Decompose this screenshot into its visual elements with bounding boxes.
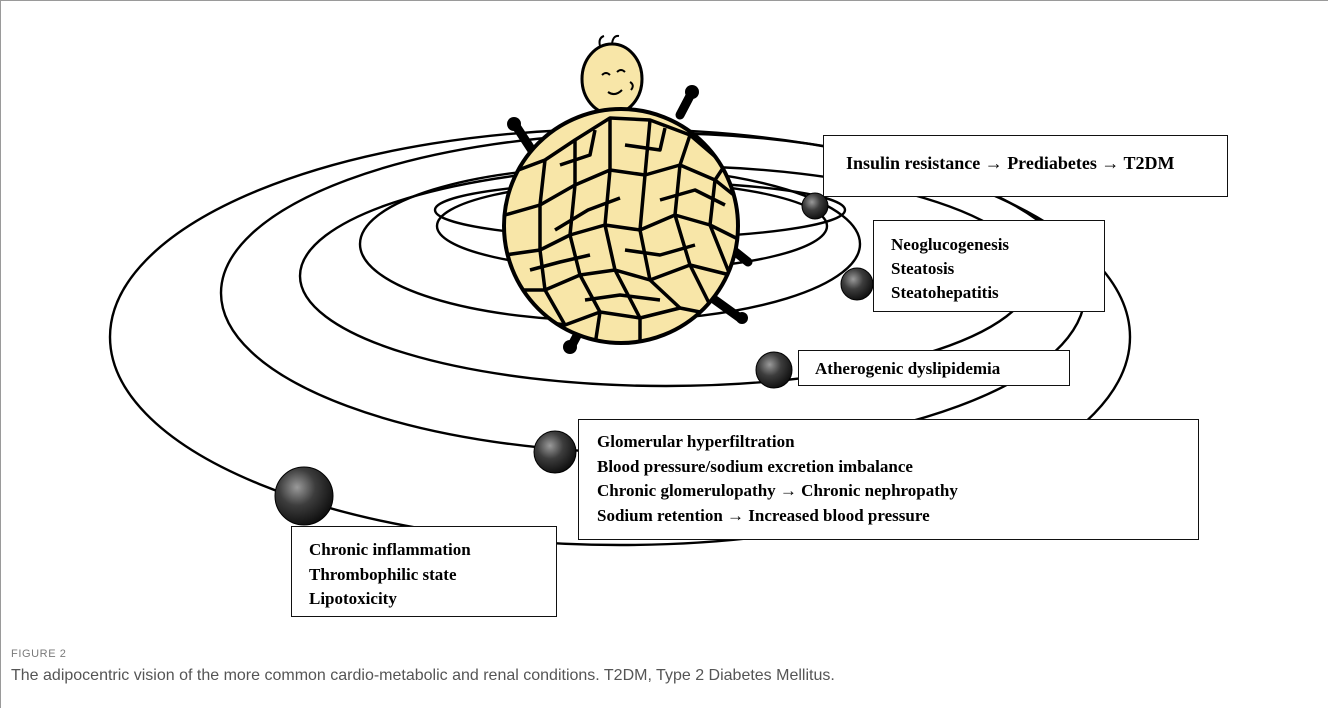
planet-4 bbox=[534, 431, 576, 473]
box-line: Blood pressure/sodium excretion imbalanc… bbox=[597, 455, 1198, 480]
box-line: Chronic glomerulopathy → Chronic nephrop… bbox=[597, 479, 1198, 504]
fat-body-figure bbox=[504, 36, 748, 354]
renal-conditions-box: Glomerular hyperfiltration Blood pressur… bbox=[578, 419, 1199, 540]
box-line: Atherogenic dyslipidemia bbox=[815, 359, 1069, 379]
left-hand bbox=[507, 117, 521, 131]
planet-3 bbox=[756, 352, 792, 388]
hepatic-conditions-box: Neoglucogenesis Steatosis Steatohepatiti… bbox=[873, 220, 1105, 312]
planet-5 bbox=[275, 467, 333, 525]
box-line: Thrombophilic state bbox=[309, 563, 556, 588]
figure-caption: The adipocentric vision of the more comm… bbox=[11, 667, 835, 685]
box-line: Lipotoxicity bbox=[309, 587, 556, 612]
right-foot bbox=[736, 312, 748, 324]
right-hand bbox=[685, 85, 699, 99]
insulin-resistance-box: Insulin resistance → Prediabetes → T2DM bbox=[823, 135, 1228, 197]
box-line: Insulin resistance → Prediabetes → T2DM bbox=[846, 153, 1227, 174]
figure-label: FIGURE 2 bbox=[11, 648, 67, 660]
planet-2 bbox=[841, 268, 873, 300]
box-line: Steatosis bbox=[891, 257, 1104, 281]
box-line: Glomerular hyperfiltration bbox=[597, 430, 1198, 455]
adipocentric-diagram bbox=[0, 0, 1329, 640]
box-line: Sodium retention → Increased blood press… bbox=[597, 504, 1198, 529]
left-foot bbox=[563, 340, 577, 354]
dyslipidemia-box: Atherogenic dyslipidemia bbox=[798, 350, 1070, 386]
right-leg bbox=[715, 300, 740, 318]
box-line: Neoglucogenesis bbox=[891, 233, 1104, 257]
inflammation-box: Chronic inflammation Thrombophilic state… bbox=[291, 526, 557, 617]
head bbox=[582, 36, 642, 114]
box-line: Steatohepatitis bbox=[891, 281, 1104, 305]
box-line: Chronic inflammation bbox=[309, 538, 556, 563]
